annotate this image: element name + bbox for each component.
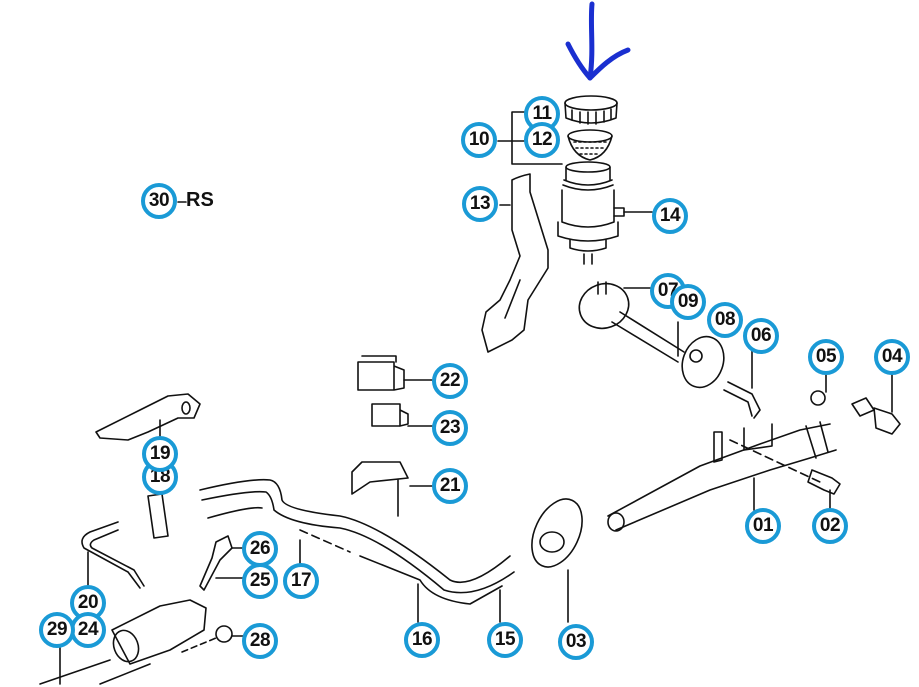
callout-01[interactable]: 01 — [745, 508, 781, 544]
callout-16[interactable]: 16 — [404, 622, 440, 658]
strainer-part — [567, 129, 613, 161]
boot-part — [531, 498, 583, 623]
callout-06[interactable]: 06 — [743, 318, 779, 354]
hose-part — [578, 281, 725, 389]
bolt-nut-part — [810, 371, 901, 435]
callout-29[interactable]: 29 — [39, 612, 75, 648]
callout-10[interactable]: 10 — [461, 122, 497, 158]
callout-15[interactable]: 15 — [487, 622, 523, 658]
callout-28[interactable]: 28 — [242, 623, 278, 659]
callout-09[interactable]: 09 — [670, 284, 706, 320]
callout-25[interactable]: 25 — [242, 563, 278, 599]
annotation-arrow-icon — [565, 1, 631, 81]
brake-pipe-part — [199, 478, 515, 623]
callout-30[interactable]: 30 — [141, 183, 177, 219]
reservoir-bracket-part — [481, 173, 549, 353]
callout-08[interactable]: 08 — [707, 302, 743, 338]
callout-22[interactable]: 22 — [432, 363, 468, 399]
rs-label: RS — [186, 189, 214, 211]
callout-21[interactable]: 21 — [432, 468, 468, 504]
callout-23[interactable]: 23 — [432, 410, 468, 446]
reservoir-cap-part — [564, 95, 618, 125]
callout-26[interactable]: 26 — [242, 531, 278, 567]
master-cylinder-part — [607, 421, 837, 532]
callout-10-leader — [497, 111, 563, 165]
callout-19[interactable]: 19 — [142, 436, 178, 472]
bolt-part — [807, 469, 841, 511]
callout-12[interactable]: 12 — [524, 122, 560, 158]
callout-03[interactable]: 03 — [558, 624, 594, 660]
bleed-screw-part — [199, 535, 247, 591]
callout-17[interactable]: 17 — [283, 563, 319, 599]
fluid-reservoir-part — [557, 161, 653, 265]
callout-02[interactable]: 02 — [812, 508, 848, 544]
callout-04[interactable]: 04 — [874, 339, 910, 375]
callout-05[interactable]: 05 — [808, 339, 844, 375]
pipe-holder-part — [351, 355, 433, 517]
nut-part — [181, 625, 247, 653]
callout-14[interactable]: 14 — [652, 198, 688, 234]
callout-24[interactable]: 24 — [70, 612, 106, 648]
hose-connector-part — [723, 349, 761, 419]
callout-13[interactable]: 13 — [462, 186, 498, 222]
pipe-20-part — [81, 521, 145, 589]
